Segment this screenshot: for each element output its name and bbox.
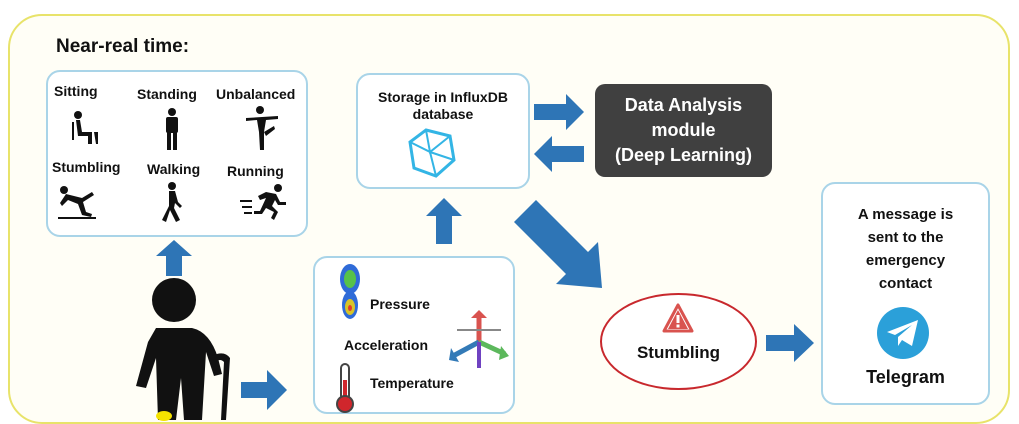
activity-label-stumbling: Stumbling: [52, 159, 121, 175]
activity-label-sitting: Sitting: [54, 83, 98, 99]
telegram-icon: [877, 307, 929, 359]
accelerometer-axes-icon: [449, 310, 509, 368]
message-text: A message is sent to the emergency conta…: [821, 203, 990, 295]
telegram-label: Telegram: [866, 367, 945, 387]
message-line1: A message is: [857, 206, 954, 223]
thermometer-icon: [336, 363, 354, 413]
arrow-analysis-to-storage: [534, 136, 584, 172]
message-box: [821, 182, 990, 405]
message-line2: sent to the: [867, 229, 944, 246]
influxdb-icon: [408, 128, 456, 178]
activity-label-unbalanced: Unbalanced: [216, 86, 296, 102]
message-line4: contact: [878, 275, 933, 292]
diagram-title: Near-real time:: [56, 36, 190, 57]
analysis-line1: Data Analysis: [624, 95, 743, 115]
stumbling-alert-label: Stumbling: [636, 343, 721, 362]
acceleration-label: Acceleration: [344, 337, 429, 353]
storage-label-line1: Storage in InfluxDB: [378, 89, 508, 105]
activity-label-standing: Standing: [137, 86, 197, 102]
arrow-person-to-activities: [156, 240, 192, 276]
running-person-icon: [240, 184, 286, 220]
arrow-storage-to-analysis: [534, 94, 584, 130]
walking-person-icon: [162, 182, 182, 222]
arrow-storage-to-stumbling: [514, 200, 602, 288]
arrow-sensors-to-storage: [426, 198, 462, 244]
activity-label-walking: Walking: [147, 161, 201, 177]
sitting-person-icon: [72, 111, 98, 144]
standing-person-icon: [166, 108, 178, 150]
activity-label-running: Running: [227, 163, 284, 179]
elderly-person-icon: [136, 278, 230, 421]
temperature-label: Temperature: [370, 375, 454, 391]
pressure-label: Pressure: [370, 296, 430, 312]
storage-label-line2: database: [412, 106, 474, 122]
data-analysis-module: Data Analysis module (Deep Learning): [595, 84, 772, 177]
message-line3: emergency: [865, 252, 946, 269]
insole-pressure-icon: [340, 264, 360, 319]
unbalanced-person-icon: [246, 106, 278, 150]
analysis-line3: (Deep Learning): [614, 145, 752, 165]
stumbling-person-icon: [58, 186, 96, 219]
arrow-stumbling-to-message: [766, 324, 814, 362]
warning-icon: [662, 303, 694, 333]
analysis-line2: module: [651, 120, 716, 140]
arrow-person-to-sensors: [241, 370, 287, 410]
